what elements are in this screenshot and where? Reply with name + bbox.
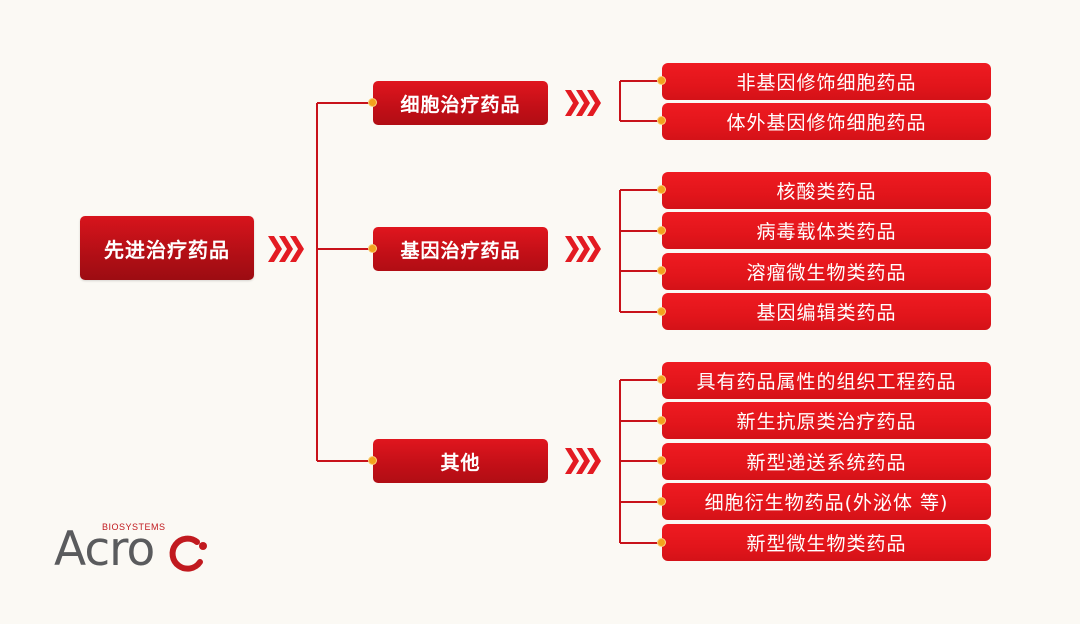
connector-dot-icon: [658, 457, 665, 464]
leaf-label: 非基因修饰细胞药品: [736, 72, 917, 94]
leaf-label: 基因编辑类药品: [756, 302, 897, 324]
leaf-node: 基因编辑类药品: [662, 293, 991, 330]
logo-subtitle: BIOSYSTEMS: [102, 522, 166, 532]
category-label: 细胞治疗药品: [400, 93, 521, 116]
connector-dot-icon: [369, 99, 376, 106]
leaf-label: 新型递送系统药品: [746, 452, 907, 474]
connector-dot-icon: [658, 376, 665, 383]
connector-dot-icon: [658, 227, 665, 234]
chevron-triple-icon: [565, 448, 603, 474]
leaf-node: 新型微生物类药品: [662, 524, 991, 561]
leaf-node: 细胞衍生物药品(外泌体 等): [662, 483, 991, 520]
acro-logo: BIOSYSTEMS Acro: [54, 518, 229, 578]
leaf-node: 核酸类药品: [662, 172, 991, 209]
chevron-triple-icon: [565, 90, 603, 116]
leaf-label: 核酸类药品: [776, 181, 877, 203]
root-node: 先进治疗药品: [80, 216, 254, 280]
leaf-node: 新型递送系统药品: [662, 443, 991, 480]
leaf-node: 具有药品属性的组织工程药品: [662, 362, 991, 399]
connector-dot-icon: [658, 417, 665, 424]
leaf-node: 溶瘤微生物类药品: [662, 253, 991, 290]
category-node-gene-therapy: 基因治疗药品: [373, 227, 548, 271]
leaf-node: 病毒载体类药品: [662, 212, 991, 249]
connector-dot-icon: [658, 77, 665, 84]
leaf-label: 体外基因修饰细胞药品: [726, 112, 927, 134]
leaf-node: 体外基因修饰细胞药品: [662, 103, 991, 140]
connector-dot-icon: [658, 117, 665, 124]
category-label: 基因治疗药品: [400, 239, 521, 262]
chevron-triple-icon: [565, 236, 603, 262]
category-label: 其他: [440, 451, 481, 474]
connector-dot-icon: [658, 186, 665, 193]
connector-dot-icon: [658, 539, 665, 546]
leaf-node: 新生抗原类治疗药品: [662, 402, 991, 439]
leaf-label: 新生抗原类治疗药品: [736, 411, 917, 433]
category-node-cell-therapy: 细胞治疗药品: [373, 81, 548, 125]
leaf-label: 病毒载体类药品: [756, 221, 897, 243]
connector-dot-icon: [658, 267, 665, 274]
connector-dot-icon: [369, 245, 376, 252]
leaf-label: 具有药品属性的组织工程药品: [696, 371, 957, 393]
chevron-triple-icon: [268, 236, 306, 262]
connector-dot-icon: [658, 498, 665, 505]
connector-dot-icon: [369, 457, 376, 464]
logo-ring-icon: [169, 535, 207, 572]
leaf-label: 溶瘤微生物类药品: [746, 262, 907, 284]
connector-dot-icon: [658, 308, 665, 315]
root-node-label: 先进治疗药品: [104, 237, 230, 262]
leaf-label: 细胞衍生物药品(外泌体 等): [704, 492, 949, 514]
logo-wordmark: Acro: [54, 522, 155, 577]
category-node-other: 其他: [373, 439, 548, 483]
leaf-label: 新型微生物类药品: [746, 533, 907, 555]
leaf-node: 非基因修饰细胞药品: [662, 63, 991, 100]
